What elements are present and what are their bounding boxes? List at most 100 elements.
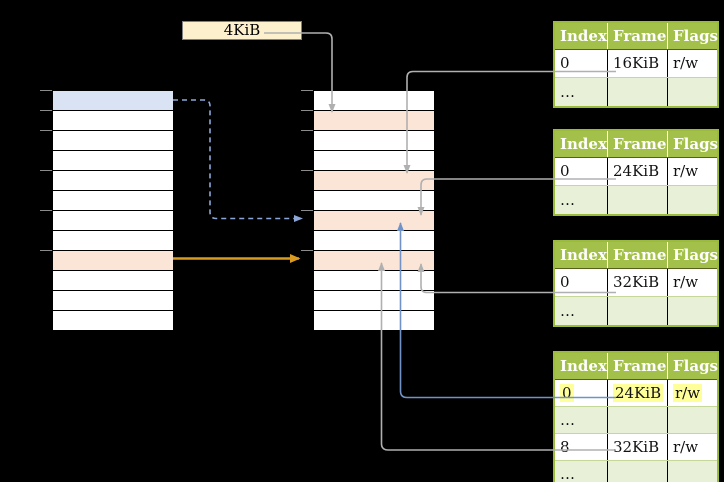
memory-cell-white-11: [53, 291, 173, 311]
column-header-frame: Frame: [608, 131, 668, 157]
memory-cell-white-1: [314, 91, 434, 111]
tick-mark: [40, 250, 52, 251]
page-table-cell: [608, 461, 668, 482]
tick-mark: [301, 130, 313, 131]
page-table-cell: 0: [555, 158, 608, 185]
column-header-flags: Flags: [673, 357, 718, 375]
column-header-index: Index: [555, 353, 608, 379]
highlighted-value: r/w: [673, 384, 703, 402]
page-table-cell: r/w: [673, 162, 699, 180]
page-table-cell: [608, 78, 668, 106]
column-header-frame: Frame: [608, 23, 668, 49]
tick-mark: [40, 130, 52, 131]
page-table-cell: [668, 78, 717, 106]
tick-mark: [40, 170, 52, 171]
page-table-cell: …: [555, 78, 608, 106]
memory-cell-white-11: [314, 291, 434, 311]
page-table-cell: …: [555, 407, 608, 433]
tick-mark: [40, 210, 52, 211]
page-table-cell: 32KiB: [608, 434, 668, 460]
memory-cell-blue-1: [53, 91, 173, 111]
page-table-cell: 16KiB: [608, 50, 668, 77]
page-table-cell: [668, 461, 717, 482]
memory-cell-white-4: [53, 151, 173, 171]
page-table-cell: r/w: [673, 273, 699, 291]
memory-cell-orange-9: [53, 251, 173, 271]
page-table-row: …: [555, 296, 717, 325]
memory-cell-white-2: [53, 111, 173, 131]
memory-cell-white-4: [314, 151, 434, 171]
memory-cell-white-12: [314, 311, 434, 330]
column-header-flags: Flags: [673, 246, 718, 264]
highlighted-value: 0: [560, 384, 574, 402]
page-table-cell: [668, 186, 717, 214]
page-table-cell: …: [555, 186, 608, 214]
column-header-index: Index: [555, 242, 608, 268]
column-header-frame: Frame: [608, 242, 668, 268]
page-table-cell: [608, 297, 668, 325]
page-table-cell: r/w: [673, 438, 699, 456]
page-table-cell: [668, 407, 717, 433]
column-header-index: Index: [555, 23, 608, 49]
memory-cell-white-3: [314, 131, 434, 151]
page-table-row: …: [555, 185, 717, 214]
page-directory-column: [313, 90, 435, 331]
memory-cell-white-10: [53, 271, 173, 291]
memory-cell-orange-7: [314, 211, 434, 231]
memory-cell-orange-9: [314, 251, 434, 271]
tick-mark: [301, 110, 313, 111]
page-table-row: …: [555, 460, 717, 482]
memory-cell-white-10: [314, 271, 434, 291]
page-table-cell: 0: [555, 50, 608, 77]
tick-mark: [301, 90, 313, 91]
column-header-flags: Flags: [673, 27, 718, 45]
highlighted-value: 24KiB: [613, 384, 664, 402]
memory-cell-white-6: [314, 191, 434, 211]
page-table-cell: 8: [555, 434, 608, 460]
column-header-frame: Frame: [608, 353, 668, 379]
page-size-label-text: 4KiB: [223, 21, 261, 39]
memory-cell-white-7: [53, 211, 173, 231]
page-size-label: 4KiB: [182, 21, 302, 40]
page-table-cell: [608, 186, 668, 214]
page-table-cell: 24KiB: [608, 380, 668, 406]
page-table-cell: …: [555, 461, 608, 482]
virtual-memory-column: [52, 90, 174, 331]
column-header-flags: Flags: [673, 135, 718, 153]
page-table-row: …: [555, 406, 717, 433]
page-table-cell: r/w: [668, 380, 717, 406]
page-table-cell: 0: [555, 380, 608, 406]
page-table-cell: r/w: [673, 54, 699, 72]
memory-cell-white-8: [53, 231, 173, 251]
memory-cell-white-6: [53, 191, 173, 211]
tick-mark: [301, 250, 313, 251]
tick-mark: [40, 90, 52, 91]
memory-cell-orange-2: [314, 111, 434, 131]
memory-cell-orange-5: [314, 171, 434, 191]
page-table-cell: [668, 297, 717, 325]
page-table-cell: …: [555, 297, 608, 325]
tick-mark: [301, 210, 313, 211]
page-table-cell: 32KiB: [608, 269, 668, 296]
memory-cell-white-8: [314, 231, 434, 251]
memory-cell-white-5: [53, 171, 173, 191]
page-table-row: 0 24KiB r/w: [555, 379, 717, 406]
page-table-cell: 24KiB: [608, 158, 668, 185]
tick-mark: [301, 170, 313, 171]
tick-mark: [40, 110, 52, 111]
page-table-cell: [608, 407, 668, 433]
page-table-row: …: [555, 77, 717, 106]
